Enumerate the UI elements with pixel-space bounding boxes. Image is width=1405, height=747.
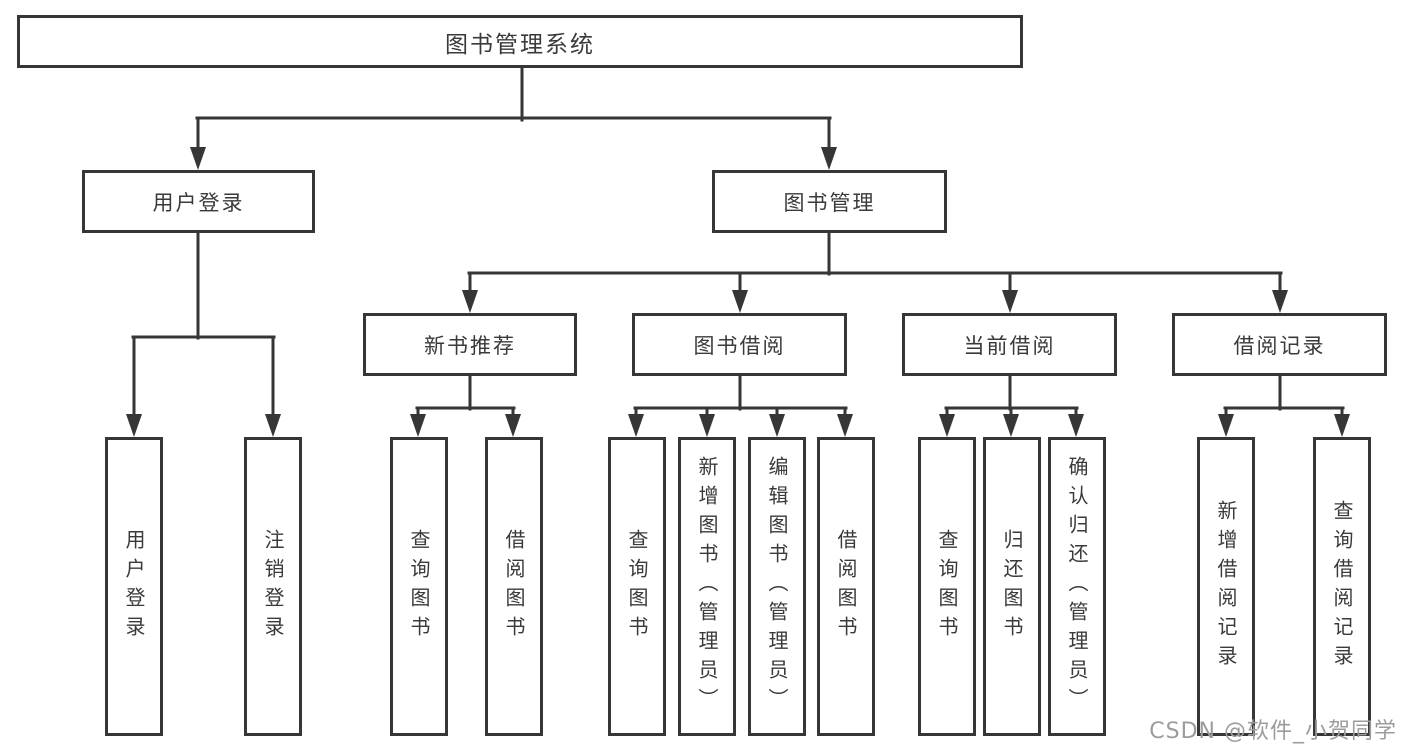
leaf-query-borrow-record: 查询借阅记录 xyxy=(1313,437,1371,736)
connector-user-login-to-children xyxy=(126,231,281,437)
node-borrowing-records: 借阅记录 xyxy=(1172,313,1387,376)
leaf-user-login-label: 用户登录 xyxy=(122,528,146,645)
leaf-query-books-current: 查询图书 xyxy=(918,437,976,736)
leaf-add-borrow-record: 新增借阅记录 xyxy=(1197,437,1255,736)
leaf-add-book-admin: 新增图书（管理员） xyxy=(678,437,736,736)
node-book-borrowing-label: 图书借阅 xyxy=(693,333,786,358)
connector-book-borrowing-to-children xyxy=(628,374,853,437)
leaf-logout-label: 注销登录 xyxy=(261,528,285,645)
leaf-add-borrow-record-label: 新增借阅记录 xyxy=(1214,499,1238,674)
leaf-user-login: 用户登录 xyxy=(105,437,163,736)
leaf-borrow-books-recommend-label: 借阅图书 xyxy=(502,528,526,645)
leaf-confirm-return-admin: 确认归还（管理员） xyxy=(1048,437,1106,736)
leaf-query-books-borrowing: 查询图书 xyxy=(608,437,666,736)
leaf-edit-book-admin-label: 编辑图书（管理员） xyxy=(765,456,789,717)
connector-new-book-recommend-to-children xyxy=(410,374,521,437)
node-book-borrowing: 图书借阅 xyxy=(632,313,847,376)
leaf-add-book-admin-label: 新增图书（管理员） xyxy=(695,456,719,717)
leaf-query-books-current-label: 查询图书 xyxy=(935,528,959,645)
node-borrowing-records-label: 借阅记录 xyxy=(1233,333,1326,358)
connector-borrowing-records-to-children xyxy=(1218,374,1350,437)
leaf-return-books-label: 归还图书 xyxy=(1000,528,1024,645)
connector-current-borrowing-to-children xyxy=(939,374,1084,437)
connector-root-to-level2 xyxy=(190,64,837,170)
leaf-logout: 注销登录 xyxy=(244,437,302,736)
node-new-book-recommend: 新书推荐 xyxy=(363,313,577,376)
leaf-confirm-return-admin-label: 确认归还（管理员） xyxy=(1065,456,1089,717)
node-user-login-label: 用户登录 xyxy=(152,190,245,215)
node-book-management-label: 图书管理 xyxy=(783,190,876,215)
leaf-return-books: 归还图书 xyxy=(983,437,1041,736)
node-current-borrowing: 当前借阅 xyxy=(902,313,1117,376)
connector-book-management-to-level3 xyxy=(462,231,1288,313)
leaf-query-books-borrowing-label: 查询图书 xyxy=(625,528,649,645)
node-root: 图书管理系统 xyxy=(17,15,1023,68)
leaf-query-borrow-record-label: 查询借阅记录 xyxy=(1330,499,1354,674)
watermark-text: CSDN @软件_小贺同学 xyxy=(1149,719,1397,744)
node-root-label: 图书管理系统 xyxy=(445,31,595,58)
leaf-borrow-books-recommend: 借阅图书 xyxy=(485,437,543,736)
node-book-management: 图书管理 xyxy=(712,170,947,233)
leaf-borrow-books-label: 借阅图书 xyxy=(834,528,858,645)
leaf-query-books-recommend-label: 查询图书 xyxy=(407,528,431,645)
leaf-edit-book-admin: 编辑图书（管理员） xyxy=(748,437,806,736)
node-new-book-recommend-label: 新书推荐 xyxy=(424,333,516,358)
leaf-query-books-recommend: 查询图书 xyxy=(390,437,448,736)
node-user-login: 用户登录 xyxy=(82,170,315,233)
leaf-borrow-books: 借阅图书 xyxy=(817,437,875,736)
node-current-borrowing-label: 当前借阅 xyxy=(963,333,1056,358)
